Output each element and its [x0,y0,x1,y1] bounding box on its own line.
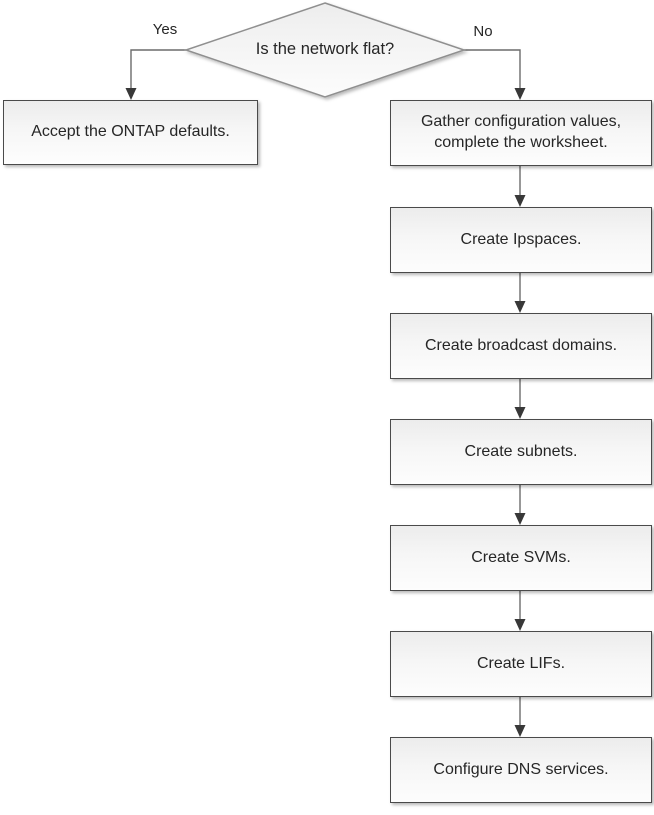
flow-step-label: Create subnets. [464,442,578,460]
flow-step-create-svms: Create SVMs. [390,525,652,591]
connector-step-2 [514,273,526,313]
flow-step-label: Gather configuration values, complete th… [420,113,622,151]
flow-step-configure-dns: Configure DNS services. [390,737,652,803]
flow-step-create-subnets: Create subnets. [390,419,652,485]
flow-step-create-ipspaces: Create Ipspaces. [390,207,652,273]
connector-yes [125,49,186,100]
flow-step-label: Create Ipspaces. [460,230,582,248]
connector-no [464,49,526,100]
flow-step-accept-defaults: Accept the ONTAP defaults. [3,100,258,165]
connector-step-3 [514,379,526,419]
flow-step-label: Create broadcast domains. [424,336,618,354]
flow-step-label: Create LIFs. [476,654,566,672]
flow-step-label: Create SVMs. [471,548,571,566]
connector-step-6 [514,697,526,737]
connector-step-4 [514,485,526,525]
yes-branch-label: Yes [152,20,178,38]
flow-step-label: Accept the ONTAP defaults. [31,123,230,141]
decision-label: Is the network flat? [255,39,395,58]
flow-step-create-broadcast-domains: Create broadcast domains. [390,313,652,379]
flow-step-label: Configure DNS services. [433,760,609,778]
decision-diamond [183,2,467,98]
no-branch-label: No [473,22,493,40]
connector-step-1 [514,166,526,207]
flow-step-create-lifs: Create LIFs. [390,631,652,697]
flow-step-gather-config: Gather configuration values, complete th… [390,100,652,166]
connector-step-5 [514,591,526,631]
